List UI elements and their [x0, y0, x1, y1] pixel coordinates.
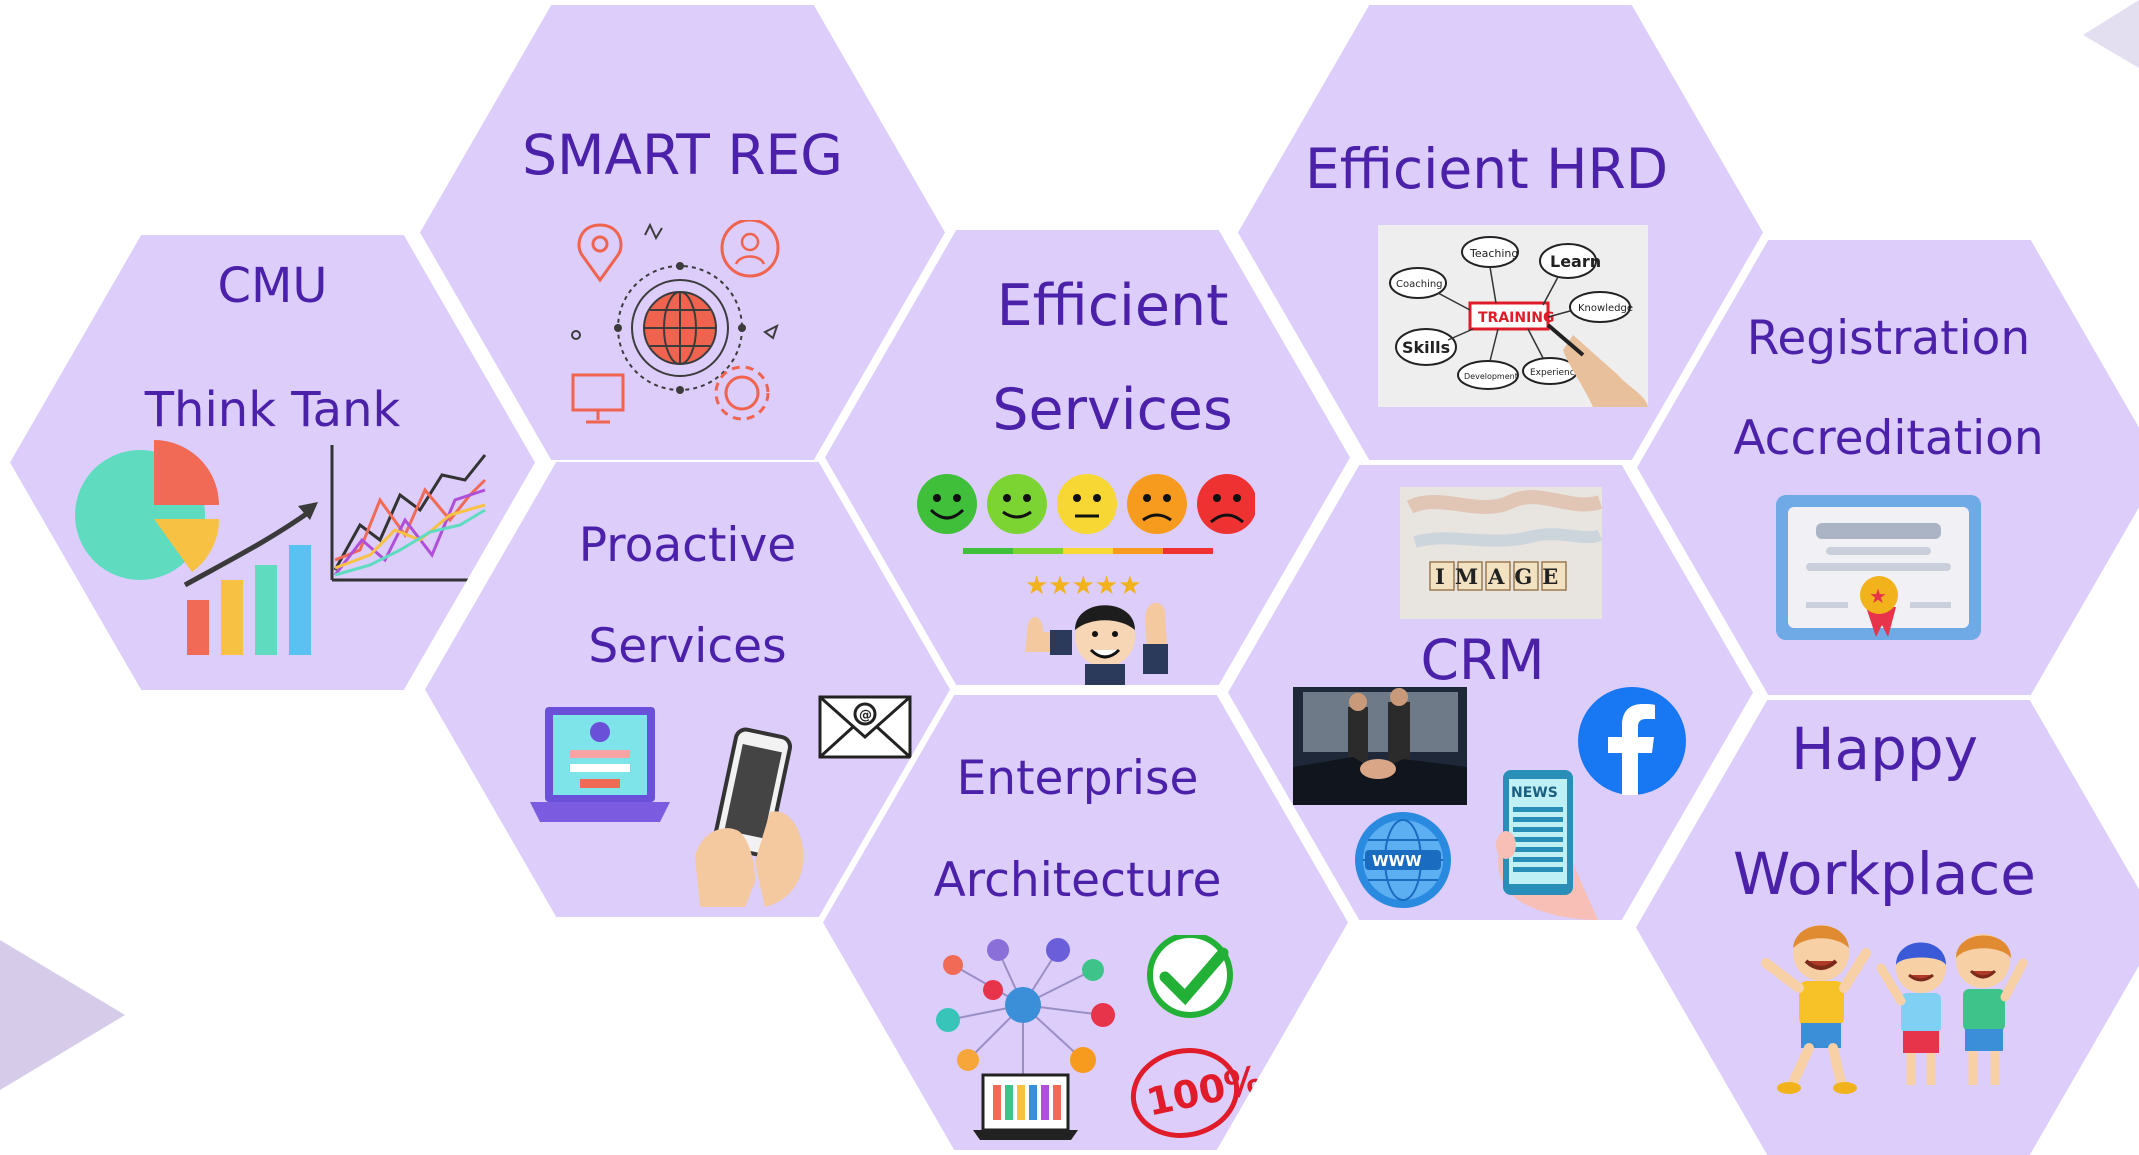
certificate-icon: ★	[1776, 495, 1981, 640]
facebook-icon	[1578, 687, 1686, 795]
efficient-hrd-label: Efficient HRD	[1304, 137, 1669, 201]
think-tank-label: Think Tank	[144, 382, 401, 438]
teaching-text: Teaching	[1469, 247, 1518, 260]
experience-text: Experience	[1530, 368, 1581, 378]
hex-registration-accreditation: Registration Accreditation ★	[1637, 240, 2139, 695]
efficient-label: Efficient	[996, 273, 1229, 339]
happy-label: Happy	[1790, 715, 1979, 783]
svg-text:★: ★	[1869, 584, 1887, 608]
svg-text:@: @	[859, 708, 872, 723]
image-text: IMAGE	[1435, 564, 1568, 589]
services-label-2: Services	[992, 377, 1233, 443]
training-mindmap-icon: TRAINING Teaching Learn Coaching Knowled…	[1378, 225, 1648, 407]
satisfaction-faces-icon: ★★★★★	[917, 474, 1255, 685]
percent-100-text: 100%	[1143, 1057, 1263, 1124]
handshake-photo-icon	[1293, 687, 1467, 805]
decor-triangle-left	[0, 940, 125, 1090]
www-text: WWW	[1372, 852, 1422, 870]
svg-text:★★★★★: ★★★★★	[1025, 571, 1142, 601]
smart-reg-label: SMART REG	[522, 123, 843, 187]
globe-network-icon	[571, 220, 780, 424]
hex-crm: CRM IMAGE	[1228, 465, 1753, 920]
analytics-charts-icon	[75, 440, 490, 655]
training-text: TRAINING	[1478, 310, 1555, 326]
architecture-label: Architecture	[933, 853, 1222, 908]
decor-triangle-right	[2083, 0, 2139, 68]
hex-happy-workplace: Happy Workplace	[1636, 700, 2139, 1155]
enterprise-label: Enterprise	[956, 751, 1199, 806]
development-text: Development	[1464, 372, 1518, 381]
image-photo-icon: IMAGE	[1400, 487, 1602, 619]
coaching-text: Coaching	[1396, 279, 1443, 290]
hex-cmu-think-tank: CMU Think Tank	[10, 235, 535, 690]
cmu-label: CMU	[217, 258, 328, 314]
happy-kids-icon	[1761, 925, 2028, 1094]
accreditation-label: Accreditation	[1733, 411, 2044, 466]
registration-label: Registration	[1746, 311, 2031, 366]
laptop-phone-email-icon: @	[530, 695, 912, 907]
learn-text: Learn	[1550, 252, 1601, 271]
hex-efficient-hrd: Efficient HRD TRAINING Teaching Learn Co…	[1238, 5, 1763, 460]
www-globe-icon: WWW	[1355, 812, 1451, 908]
network-check-100-icon: 100%	[936, 935, 1263, 1140]
news-phone-icon: NEWS	[1496, 770, 1598, 920]
services-label: Services	[588, 619, 787, 674]
skills-text: Skills	[1402, 338, 1450, 357]
proactive-label: Proactive	[578, 518, 797, 573]
hex-smart-reg: SMART REG	[420, 5, 945, 460]
workplace-label: Workplace	[1733, 840, 2036, 908]
crm-label: CRM	[1420, 628, 1545, 692]
knowledge-text: Knowledge	[1578, 303, 1633, 314]
news-text: NEWS	[1511, 785, 1558, 801]
